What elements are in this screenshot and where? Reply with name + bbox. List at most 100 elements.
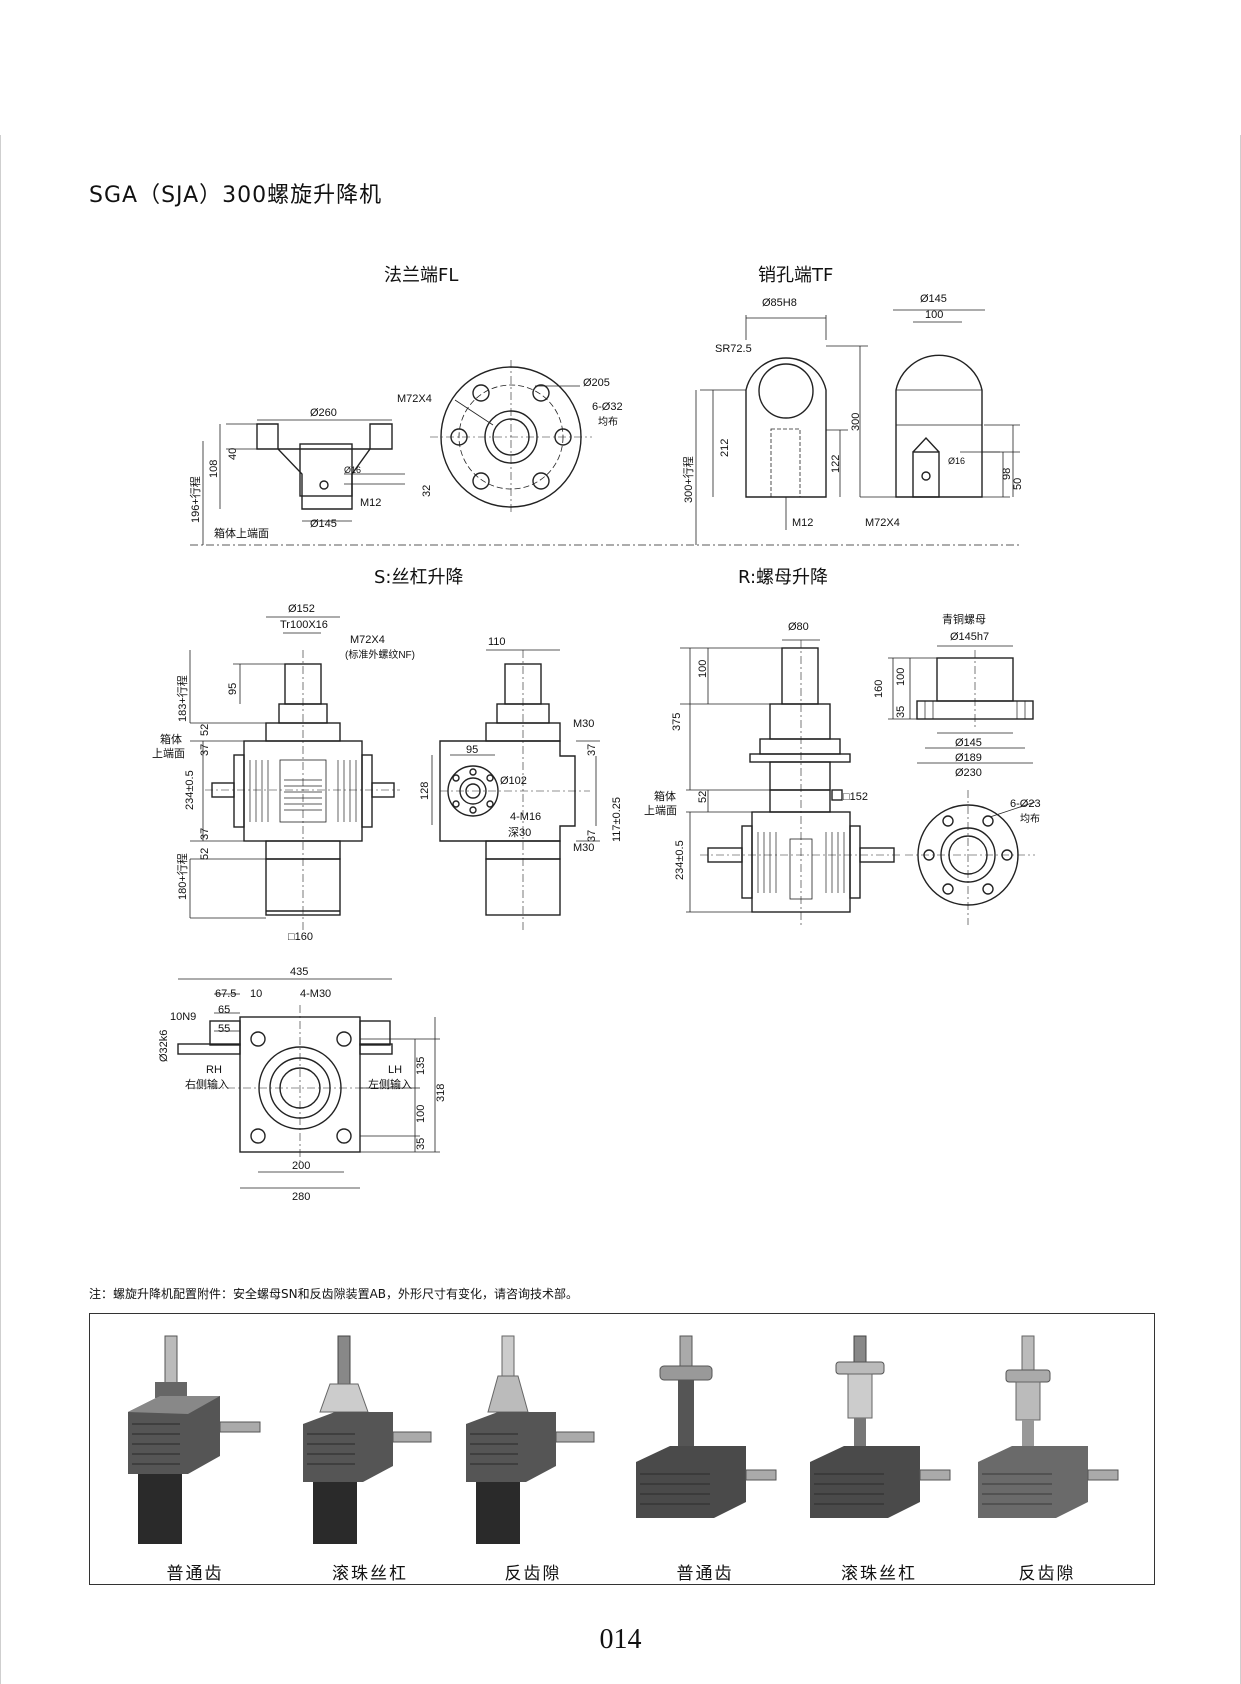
dim-s-h37b: 37 [199, 828, 211, 840]
dim-r-h160: 160 [873, 680, 885, 698]
dim-tf-h300: 300 [850, 413, 862, 431]
dim-s-d152: Ø152 [288, 603, 315, 615]
dim-s-m72: M72X4 [350, 634, 385, 646]
r-bronze-nut [888, 645, 1034, 764]
dim-r-h100: 100 [697, 660, 709, 678]
dim-s-stroke2: 180+行程 [176, 853, 189, 900]
dim-r-d189: Ø189 [955, 752, 982, 764]
dim-top-h100: 100 [415, 1105, 427, 1123]
product-label: 普通齿 [166, 1564, 224, 1584]
product-nut-plain: 普通齿 [630, 1334, 780, 1584]
dim-top-w55: 55 [218, 1023, 230, 1035]
jack-nut-backlash-image [978, 1335, 1119, 1518]
dim-r-d80: Ø80 [788, 621, 809, 633]
fl-side-labels: Ø260 40 108 196+行程 Ø16 M12 32 Ø145 箱体上端面 [189, 407, 433, 540]
dim-top-w280: 280 [292, 1191, 310, 1200]
footnote: 注：螺旋升降机配置附件：安全螺母SN和反齿隙装置AB，外形尺寸有变化，请咨询技术… [89, 1287, 579, 1301]
section-title-s: S:丝杠升降 [374, 567, 464, 588]
r-flange-top [905, 790, 1036, 925]
dim-s-h117: 117±0.25 [611, 797, 623, 842]
r-front-labels: Ø80 100 375 52 □152 箱体 上端面 234±0.5 [644, 621, 868, 880]
page-border-left [0, 135, 1, 1684]
dim-top-w435: 435 [290, 966, 308, 978]
dim-r-h52: 52 [697, 791, 709, 803]
fl-side-view [190, 419, 1020, 546]
label-top-lh: LH [388, 1064, 402, 1076]
dim-r-sq152: □152 [843, 791, 868, 803]
r-nut-labels: 青铜螺母 Ø145h7 160 100 35 Ø145 Ø189 Ø230 [873, 612, 989, 779]
dim-s-tr: Tr100X16 [280, 619, 328, 631]
dim-tf-m72: M72X4 [865, 517, 900, 529]
dim-top-m30: 4-M30 [300, 988, 331, 1000]
dim-top-shaft: Ø32k6 [158, 1030, 170, 1062]
dim-s-w110: 110 [488, 636, 506, 648]
product-label: 滚珠丝杠 [332, 1564, 408, 1584]
dim-tf-d145: Ø145 [920, 293, 947, 305]
dim-top-w10: 10 [250, 988, 262, 1000]
dim-fl-d145: Ø145 [310, 518, 337, 530]
label-top-rh2: 右侧输入 [185, 1077, 229, 1091]
dim-top-h135: 135 [415, 1057, 427, 1075]
dim-r-d145h7: Ø145h7 [950, 631, 989, 643]
dim-s-sq160: □160 [288, 931, 313, 943]
dim-s-w95: 95 [466, 744, 478, 756]
dim-tf-h212: 212 [719, 439, 731, 457]
dim-r-h35: 35 [895, 706, 907, 718]
jack-nut-ball-image [810, 1335, 951, 1518]
product-screw-plain: 普通齿 [120, 1334, 270, 1584]
dim-fl-h32: 32 [421, 485, 433, 497]
label-r-box2: 上端面 [644, 804, 677, 817]
dim-top-key: 10N9 [170, 1011, 196, 1023]
label-top-lh2: 左侧输入 [368, 1077, 412, 1091]
dim-tf-h122: 122 [830, 455, 842, 473]
dim-s-h95: 95 [227, 683, 239, 695]
product-nut-backlash: 反齿隙 [972, 1334, 1122, 1584]
dim-s-h52b: 52 [199, 848, 211, 860]
s-front-labels: Ø152 Tr100X16 M72X4 (标准外螺纹NF) 95 183+行程 … [152, 603, 415, 943]
dim-top-w65: 65 [218, 1004, 230, 1016]
dim-s-deep: 深30 [508, 826, 531, 839]
dim-s-m30b: M30 [573, 842, 594, 854]
section-title-tf: 销孔端TF [758, 265, 834, 286]
dim-fl-d260: Ø260 [310, 407, 337, 419]
tf-side-view [860, 309, 1020, 498]
page-number: 014 [599, 1624, 642, 1655]
dim-s-h37a: 37 [199, 744, 211, 756]
dim-fl-d16: Ø16 [344, 465, 361, 475]
dim-s-m30a: M30 [573, 718, 594, 730]
fl-top-labels: M72X4 Ø205 6-Ø32 均布 [397, 377, 623, 428]
dim-tf-d85: Ø85H8 [762, 297, 797, 309]
dim-r-h100b: 100 [895, 668, 907, 686]
product-label: 滚珠丝杠 [841, 1564, 917, 1584]
jack-screw-plain-image [128, 1335, 261, 1544]
top-view-labels: 435 67.5 10 4-M30 10N9 Ø32k6 65 55 RH 右侧… [158, 966, 447, 1200]
dim-fl-h108: 108 [208, 460, 220, 478]
r-front-view [680, 639, 900, 925]
jack-nut-plain-image [636, 1335, 777, 1518]
technical-drawing: Ø260 40 108 196+行程 Ø16 M12 32 Ø145 箱体上端面… [152, 293, 1041, 1200]
dim-tf-d16: Ø16 [948, 456, 965, 466]
dim-fl-h40: 40 [227, 448, 239, 460]
dim-top-h35: 35 [415, 1138, 427, 1150]
dim-tf-h50: 50 [1012, 478, 1024, 490]
dim-s-h37c: 37 [586, 744, 598, 756]
dim-s-nf: (标准外螺纹NF) [345, 648, 415, 661]
page-title: SGA（SJA）300螺旋升降机 [89, 183, 383, 208]
section-title-r: R:螺母升降 [738, 567, 829, 588]
dim-top-w200: 200 [292, 1160, 310, 1172]
label-r-bronze: 青铜螺母 [942, 612, 986, 626]
dim-r-d145: Ø145 [955, 737, 982, 749]
product-screw-ball: 滚珠丝杠 [295, 1334, 445, 1584]
fl-top-view [430, 360, 592, 515]
dim-fl-m72: M72X4 [397, 393, 432, 405]
dim-top-h318: 318 [435, 1084, 447, 1102]
dim-tf-m12: M12 [792, 517, 813, 529]
dim-tf-sr: SR72.5 [715, 343, 752, 355]
dim-tf-h98: 98 [1001, 468, 1013, 480]
label-r-box: 箱体 [654, 789, 676, 803]
dim-r-holes: 6-Ø23 [1010, 798, 1041, 810]
dim-s-m16: 4-M16 [510, 811, 541, 823]
dim-s-h52a: 52 [199, 724, 211, 736]
tf-front-view [695, 315, 868, 545]
product-label: 普通齿 [676, 1564, 734, 1584]
